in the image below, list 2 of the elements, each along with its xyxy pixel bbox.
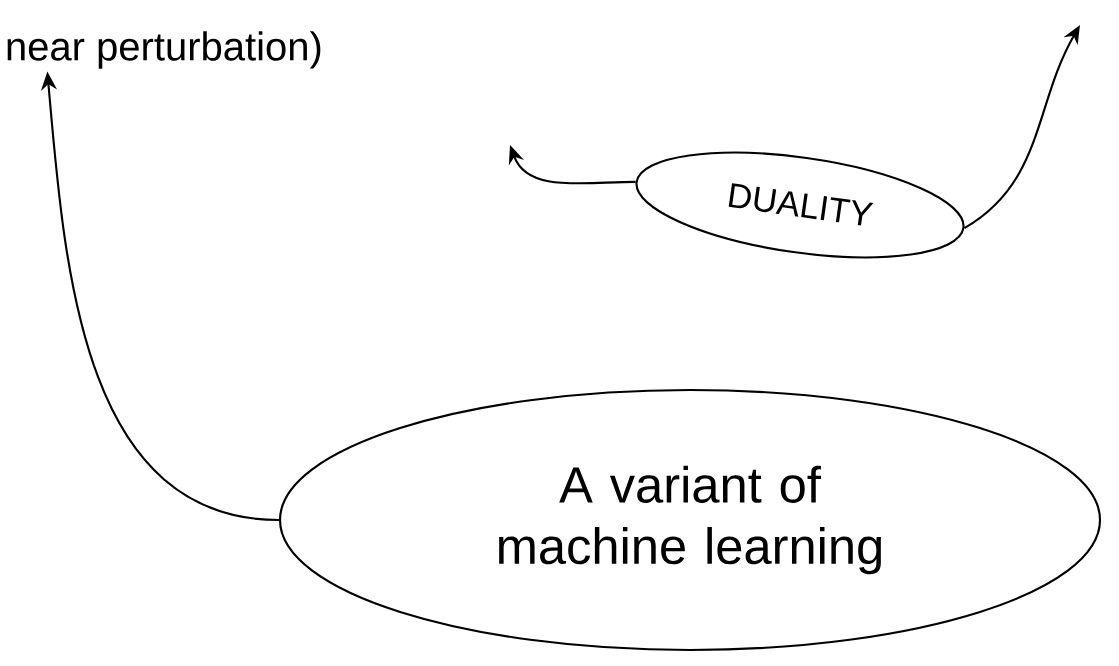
ellipse-node: A variant of machine learning: [278, 388, 1102, 652]
handwritten-note: near perturbation): [7, 31, 321, 69]
